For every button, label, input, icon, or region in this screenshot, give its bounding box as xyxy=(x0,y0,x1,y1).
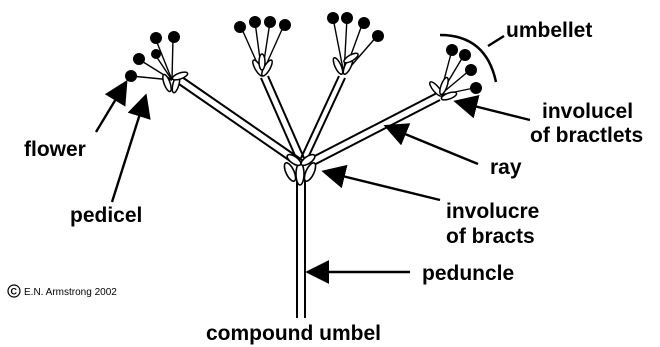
diagram-title: compound umbel xyxy=(206,322,381,345)
copyright-text: E.N. Armstrong 2002 xyxy=(24,287,117,298)
pedicel-label: pedicel xyxy=(70,204,142,227)
involucel-label-line1: involucel xyxy=(542,100,633,123)
flower-label: flower xyxy=(24,138,86,161)
involucre-arrow xyxy=(326,172,440,200)
umbellet-bracket-leader xyxy=(488,36,504,46)
involucel-label-line2: of bractlets xyxy=(530,124,643,147)
involucel-arrow xyxy=(458,102,530,120)
pedicel-arrow xyxy=(112,98,145,202)
ray-arrow xyxy=(388,127,478,164)
umbellet-right xyxy=(428,44,482,102)
involucre-label-line2: of bracts xyxy=(446,225,535,248)
umbellet-label: umbellet xyxy=(506,19,592,42)
rays xyxy=(176,76,440,168)
umbellet-center-left xyxy=(234,16,291,77)
peduncle-stalk xyxy=(297,180,305,318)
involucre-label-line1: involucre xyxy=(446,200,539,223)
peduncle-label: peduncle xyxy=(422,262,514,285)
flower-arrow xyxy=(96,84,125,132)
copyright-icon-glyph: C xyxy=(11,287,18,297)
ray-label: ray xyxy=(490,156,522,179)
copyright-notice: C E.N. Armstrong 2002 xyxy=(8,285,117,298)
umbellet-left xyxy=(125,31,189,93)
umbellet-center-right xyxy=(327,12,384,75)
